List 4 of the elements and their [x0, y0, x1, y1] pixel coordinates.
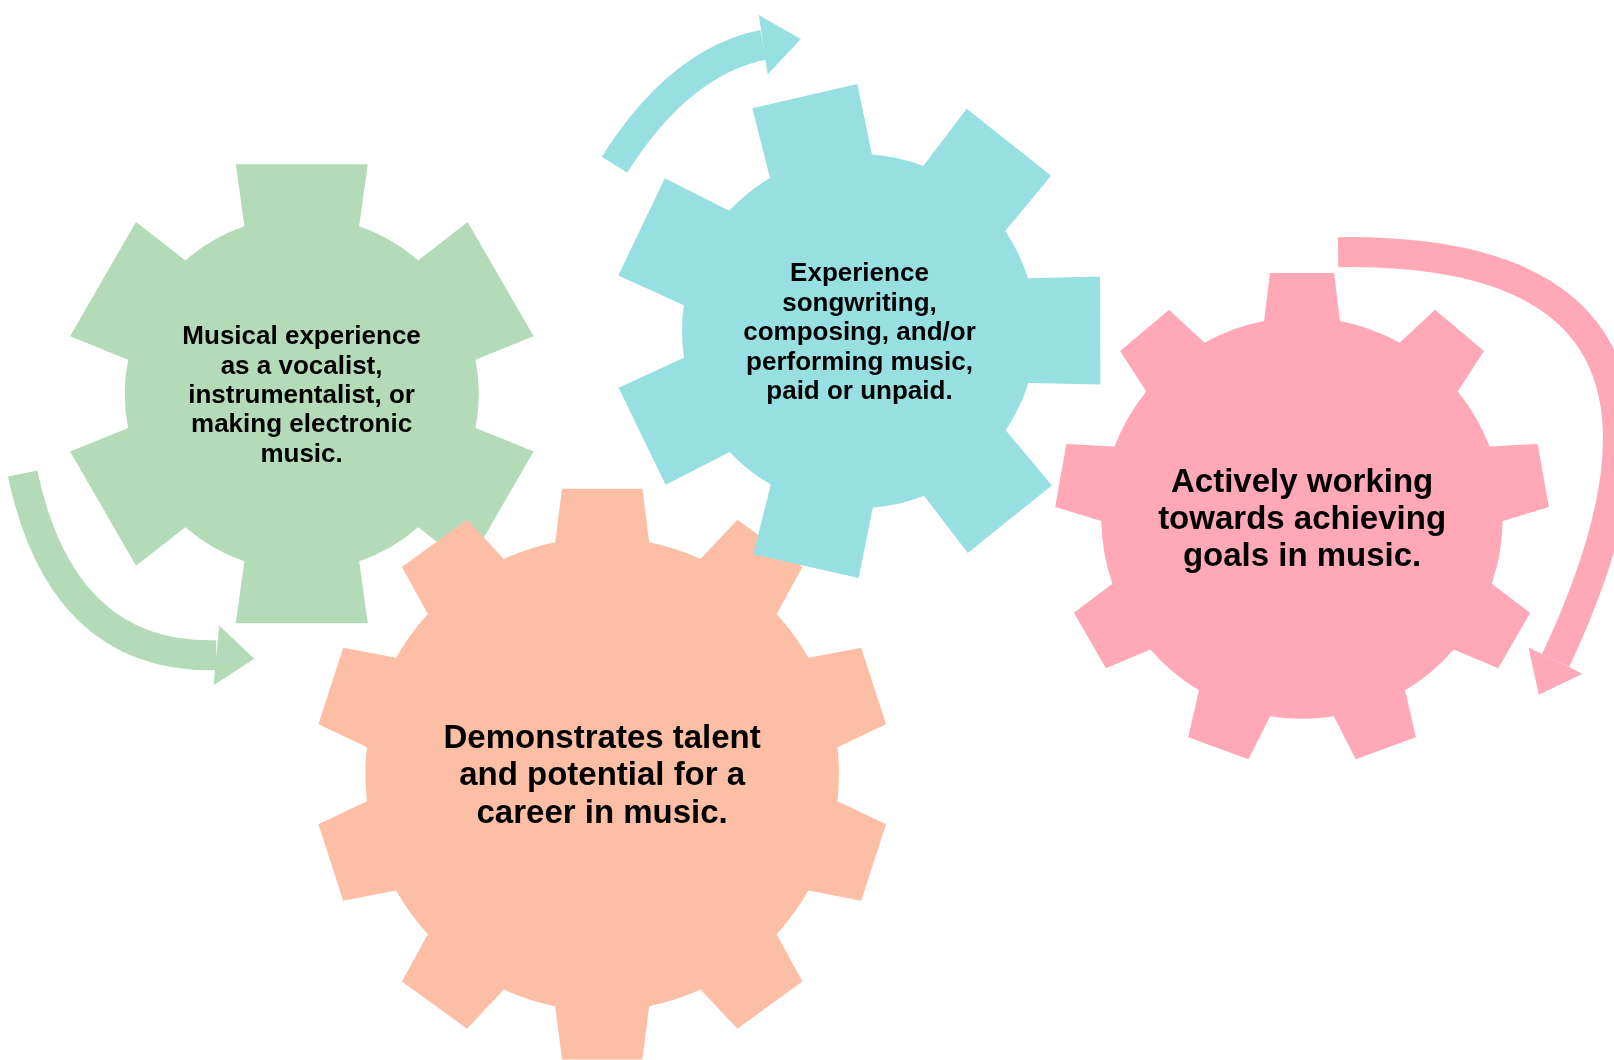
gear-label: Demonstrates talent and potential for a career in music.	[442, 718, 762, 830]
gear-label: Actively working towards achieving goals in music.	[1157, 461, 1448, 574]
gear-label: Musical experience as a vocalist, instrumentalist, or making electronic music.	[181, 320, 422, 468]
gear-label: Experience songwriting, composing, and/or performing music, paid or unpaid.	[742, 258, 977, 405]
